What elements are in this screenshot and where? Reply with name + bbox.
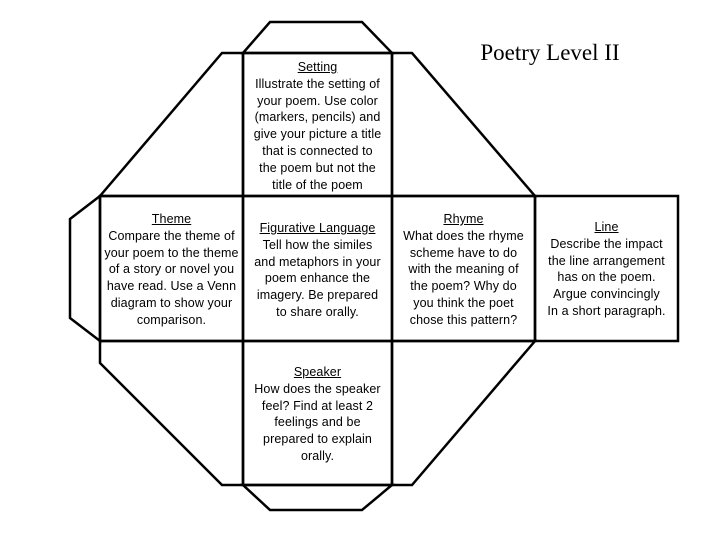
- line-face: [533, 194, 680, 343]
- setting-line: (markers, pencils) and: [254, 110, 381, 125]
- rhyme-text: Rhyme What does the rhyme scheme have to…: [392, 211, 535, 329]
- bottom-glue-tab: [239, 483, 396, 512]
- theme-line: comparison.: [136, 312, 207, 327]
- speaker-line: orally.: [300, 448, 335, 463]
- rhyme-line: with the meaning of: [408, 262, 519, 277]
- document-title: Poetry Level II: [480, 40, 620, 65]
- speaker-line: feel? Find at least 2: [261, 398, 374, 413]
- rhyme-line: you think the poet: [413, 295, 514, 310]
- line-line: Describe the impact: [550, 236, 663, 251]
- theme-line: have read. Use a Venn: [106, 279, 237, 294]
- speaker-left-glue-tab: [98, 339, 245, 487]
- theme-heading: Theme: [151, 212, 192, 226]
- setting-line: Illustrate the setting of: [255, 76, 380, 91]
- figurative-language-line: imagery. Be prepared: [256, 288, 379, 303]
- setting-heading: Setting: [297, 60, 338, 74]
- figurative-language-line: poem enhance the: [264, 271, 371, 286]
- top-glue-tab: [240, 20, 395, 55]
- speaker-heading: Speaker: [293, 365, 342, 379]
- line-heading: Line: [594, 220, 619, 234]
- theme-line: your poem to the theme: [104, 245, 239, 260]
- left-glue-tab: [68, 193, 102, 344]
- setting-left-glue-tab: [97, 51, 245, 198]
- speaker-text: Speaker How does the speaker feel? Find …: [243, 364, 392, 465]
- figurative-language-line: Tell how the similes: [262, 237, 373, 252]
- setting-line: your poem. Use color: [257, 93, 378, 108]
- speaker-line: feelings and be: [274, 415, 361, 430]
- rhyme-line: scheme have to do: [409, 245, 518, 260]
- setting-line: give your picture a title: [253, 127, 382, 142]
- line-line: has on the poem.: [557, 270, 656, 285]
- setting-line: title of the poem: [272, 177, 363, 192]
- rhyme-heading: Rhyme: [443, 212, 484, 226]
- figurative-language-line: to share orally.: [276, 304, 359, 319]
- figurative-language-text: Figurative Language Tell how the similes…: [243, 220, 392, 321]
- rhyme-line: chose this pattern?: [409, 312, 518, 327]
- figurative-language-heading: Figurative Language: [259, 221, 376, 235]
- theme-text: Theme Compare the theme of your poem to …: [100, 211, 243, 329]
- theme-line: diagram to show your: [110, 295, 233, 310]
- setting-text: Setting Illustrate the setting of your p…: [246, 59, 389, 193]
- speaker-right-glue-tab: [390, 339, 538, 487]
- setting-right-glue-tab: [390, 51, 538, 198]
- figurative-language-line: and metaphors in your: [254, 254, 381, 269]
- line-line: In a short paragraph.: [547, 303, 666, 318]
- speaker-line: prepared to explain: [263, 432, 372, 447]
- theme-line: Compare the theme of: [108, 228, 235, 243]
- line-line: Argue convincingly: [553, 287, 660, 302]
- setting-line: the poem but not the: [259, 160, 376, 175]
- rhyme-line: the poem? Why do: [410, 279, 517, 294]
- line-line: the line arrangement: [548, 253, 665, 268]
- line-text: Line Describe the impact the line arrang…: [535, 219, 678, 320]
- setting-line: that is connected to: [262, 143, 373, 158]
- theme-line: of a story or novel you: [108, 262, 235, 277]
- rhyme-line: What does the rhyme: [403, 228, 524, 243]
- speaker-line: How does the speaker: [254, 381, 381, 396]
